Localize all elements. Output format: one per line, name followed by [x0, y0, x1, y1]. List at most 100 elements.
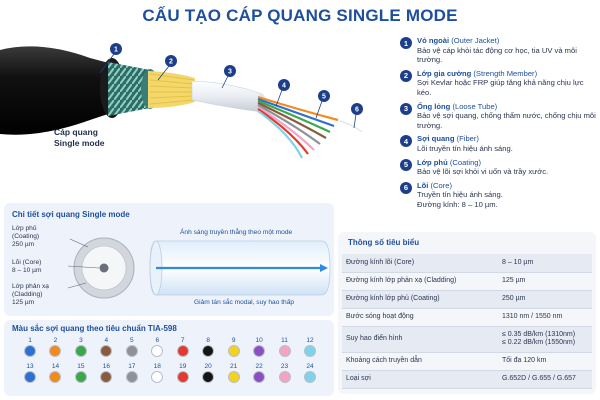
color-swatch: 19: [173, 362, 193, 388]
legend-desc: Bảo vệ lõi sợi khỏi vi uốn và trầy xước.: [417, 167, 549, 177]
legend-desc: Truyền tín hiệu ánh sáng.: [417, 190, 503, 200]
color-number: 14: [51, 363, 60, 370]
callout-5: 5: [322, 94, 326, 101]
color-swatch: 3: [71, 336, 91, 362]
color-swatch: 4: [96, 336, 116, 362]
color-swatch: 18: [147, 362, 167, 388]
legend-number: 2: [400, 69, 412, 82]
color-number: 1: [28, 337, 32, 344]
color-dot: [303, 371, 316, 383]
color-dot: [253, 371, 266, 383]
color-number: 23: [280, 363, 289, 370]
callout-1: 1: [114, 47, 118, 54]
color-number: 12: [306, 337, 314, 344]
color-number: 20: [204, 363, 212, 370]
legend-item-core: 6 Lõi (Core) Truyền tín hiệu ánh sáng. Đ…: [400, 181, 596, 210]
color-number: 11: [281, 337, 288, 344]
color-row-2: 13 14 15 16 17 18 19 20 21 22 23 24: [20, 362, 320, 388]
color-number: 10: [255, 337, 263, 344]
color-code-title: Màu sắc sợi quang theo tiêu chuẩn TIA-59…: [12, 324, 177, 333]
fiber-detail-illustration: [67, 237, 331, 299]
beam-caption-bottom: Giảm tán sắc modal, suy hao thấp: [194, 299, 295, 306]
color-swatch: 6: [147, 336, 167, 362]
color-swatch: 11: [275, 336, 295, 362]
legend-desc-2: Đường kính: 8 – 10 µm.: [417, 199, 498, 209]
color-dot: [125, 371, 138, 383]
callout-badges: [110, 43, 363, 115]
color-number: 24: [306, 363, 314, 370]
color-dot: [278, 371, 291, 383]
loose-tube: [191, 80, 263, 113]
color-dot: [151, 345, 164, 357]
fiber-detail-card: Chi tiết sợi quang Single mode Lớp phủ (…: [4, 203, 334, 316]
color-dot: [227, 345, 240, 357]
color-dot: [151, 371, 164, 383]
coating-label: Lớp phủ (Coating) 250 µm: [12, 225, 40, 248]
color-dot: [24, 345, 36, 357]
color-number: 6: [155, 337, 160, 344]
color-dot: [176, 345, 189, 357]
color-swatch: 16: [96, 362, 116, 388]
color-number: 13: [26, 363, 34, 370]
color-dot: [176, 371, 189, 383]
color-swatch: 8: [198, 336, 218, 362]
color-number: 5: [130, 337, 134, 344]
legend-number: 4: [400, 135, 412, 148]
color-swatch: 9: [224, 336, 244, 362]
outer-jacket: [0, 46, 120, 135]
callout-3: 3: [228, 69, 232, 76]
legend-item-fiber: 4 Sợi quang (Fiber) Lõi truyền tín hiệu …: [400, 134, 596, 153]
color-swatch: 20: [198, 362, 218, 388]
legend-desc: Lõi truyền tín hiệu ánh sáng.: [417, 143, 513, 153]
beam-caption-top: Ánh sáng truyền thẳng theo một mode: [180, 229, 293, 236]
color-number: 18: [153, 363, 161, 370]
color-swatch: 14: [45, 362, 65, 388]
color-dot: [74, 371, 87, 383]
color-swatch: 5: [122, 336, 142, 362]
table-row: Đường kính lõi (Core) 8 – 10 µm: [342, 254, 592, 273]
cable-caption: Cáp quang Single mode: [54, 127, 105, 148]
core-dot: [99, 263, 109, 273]
fiber-detail-title: Chi tiết sợi quang Single mode: [12, 210, 130, 219]
legend-number: 5: [400, 158, 412, 171]
color-dot: [49, 345, 62, 357]
specs-card: Thông số tiêu biểu Đường kính lõi (Core)…: [338, 232, 596, 394]
legend-number: 1: [400, 37, 412, 49]
color-number: 21: [230, 363, 238, 370]
color-number: 16: [102, 363, 110, 370]
legend-number: 6: [400, 181, 412, 194]
color-swatch: 13: [20, 362, 40, 388]
legend-item-outer-jacket: 1 Vỏ ngoài (Outer Jacket) Bảo vệ cáp khỏ…: [400, 36, 596, 65]
color-swatch: 2: [45, 336, 65, 362]
armor-layer: [108, 62, 150, 116]
color-number: 3: [79, 337, 83, 344]
specs-title: Thông số tiêu biểu: [348, 238, 420, 247]
layer-legend: 1 Vỏ ngoài (Outer Jacket) Bảo vệ cáp khỏ…: [400, 36, 596, 214]
table-row: Loại sợi G.652D / G.655 / G.657: [342, 370, 592, 389]
color-swatch: 23: [275, 362, 295, 388]
color-number: 15: [77, 363, 85, 370]
color-dot: [125, 345, 138, 357]
cladding-label: Lớp phản xạ (Cladding) 125 µm: [12, 283, 49, 306]
color-dot: [202, 345, 215, 357]
color-dot: [100, 371, 113, 383]
core-label: Lõi (Core) 8 – 10 µm: [12, 259, 42, 274]
color-dot: [253, 345, 266, 357]
legend-desc: Bảo vệ cáp khỏi tác động cơ học, tia UV …: [417, 45, 577, 65]
color-number: 9: [231, 337, 236, 344]
table-row: Suy hao điển hình ≤ 0.35 dB/km (1310nm) …: [342, 326, 592, 353]
color-swatch: 7: [173, 336, 193, 362]
callout-2: 2: [169, 59, 173, 66]
table-row: Bước sóng hoạt động 1310 nm / 1550 nm: [342, 308, 592, 327]
color-number: 19: [179, 363, 187, 370]
color-number: 8: [206, 337, 210, 344]
color-dot: [24, 371, 36, 383]
color-number: 22: [255, 363, 263, 370]
table-row: Khoảng cách truyền dẫn Tối đa 120 km: [342, 352, 592, 371]
color-number: 17: [128, 363, 136, 370]
color-swatch: 15: [71, 362, 91, 388]
color-dot: [227, 371, 240, 383]
color-dot: [100, 345, 113, 357]
color-dot: [49, 371, 62, 383]
